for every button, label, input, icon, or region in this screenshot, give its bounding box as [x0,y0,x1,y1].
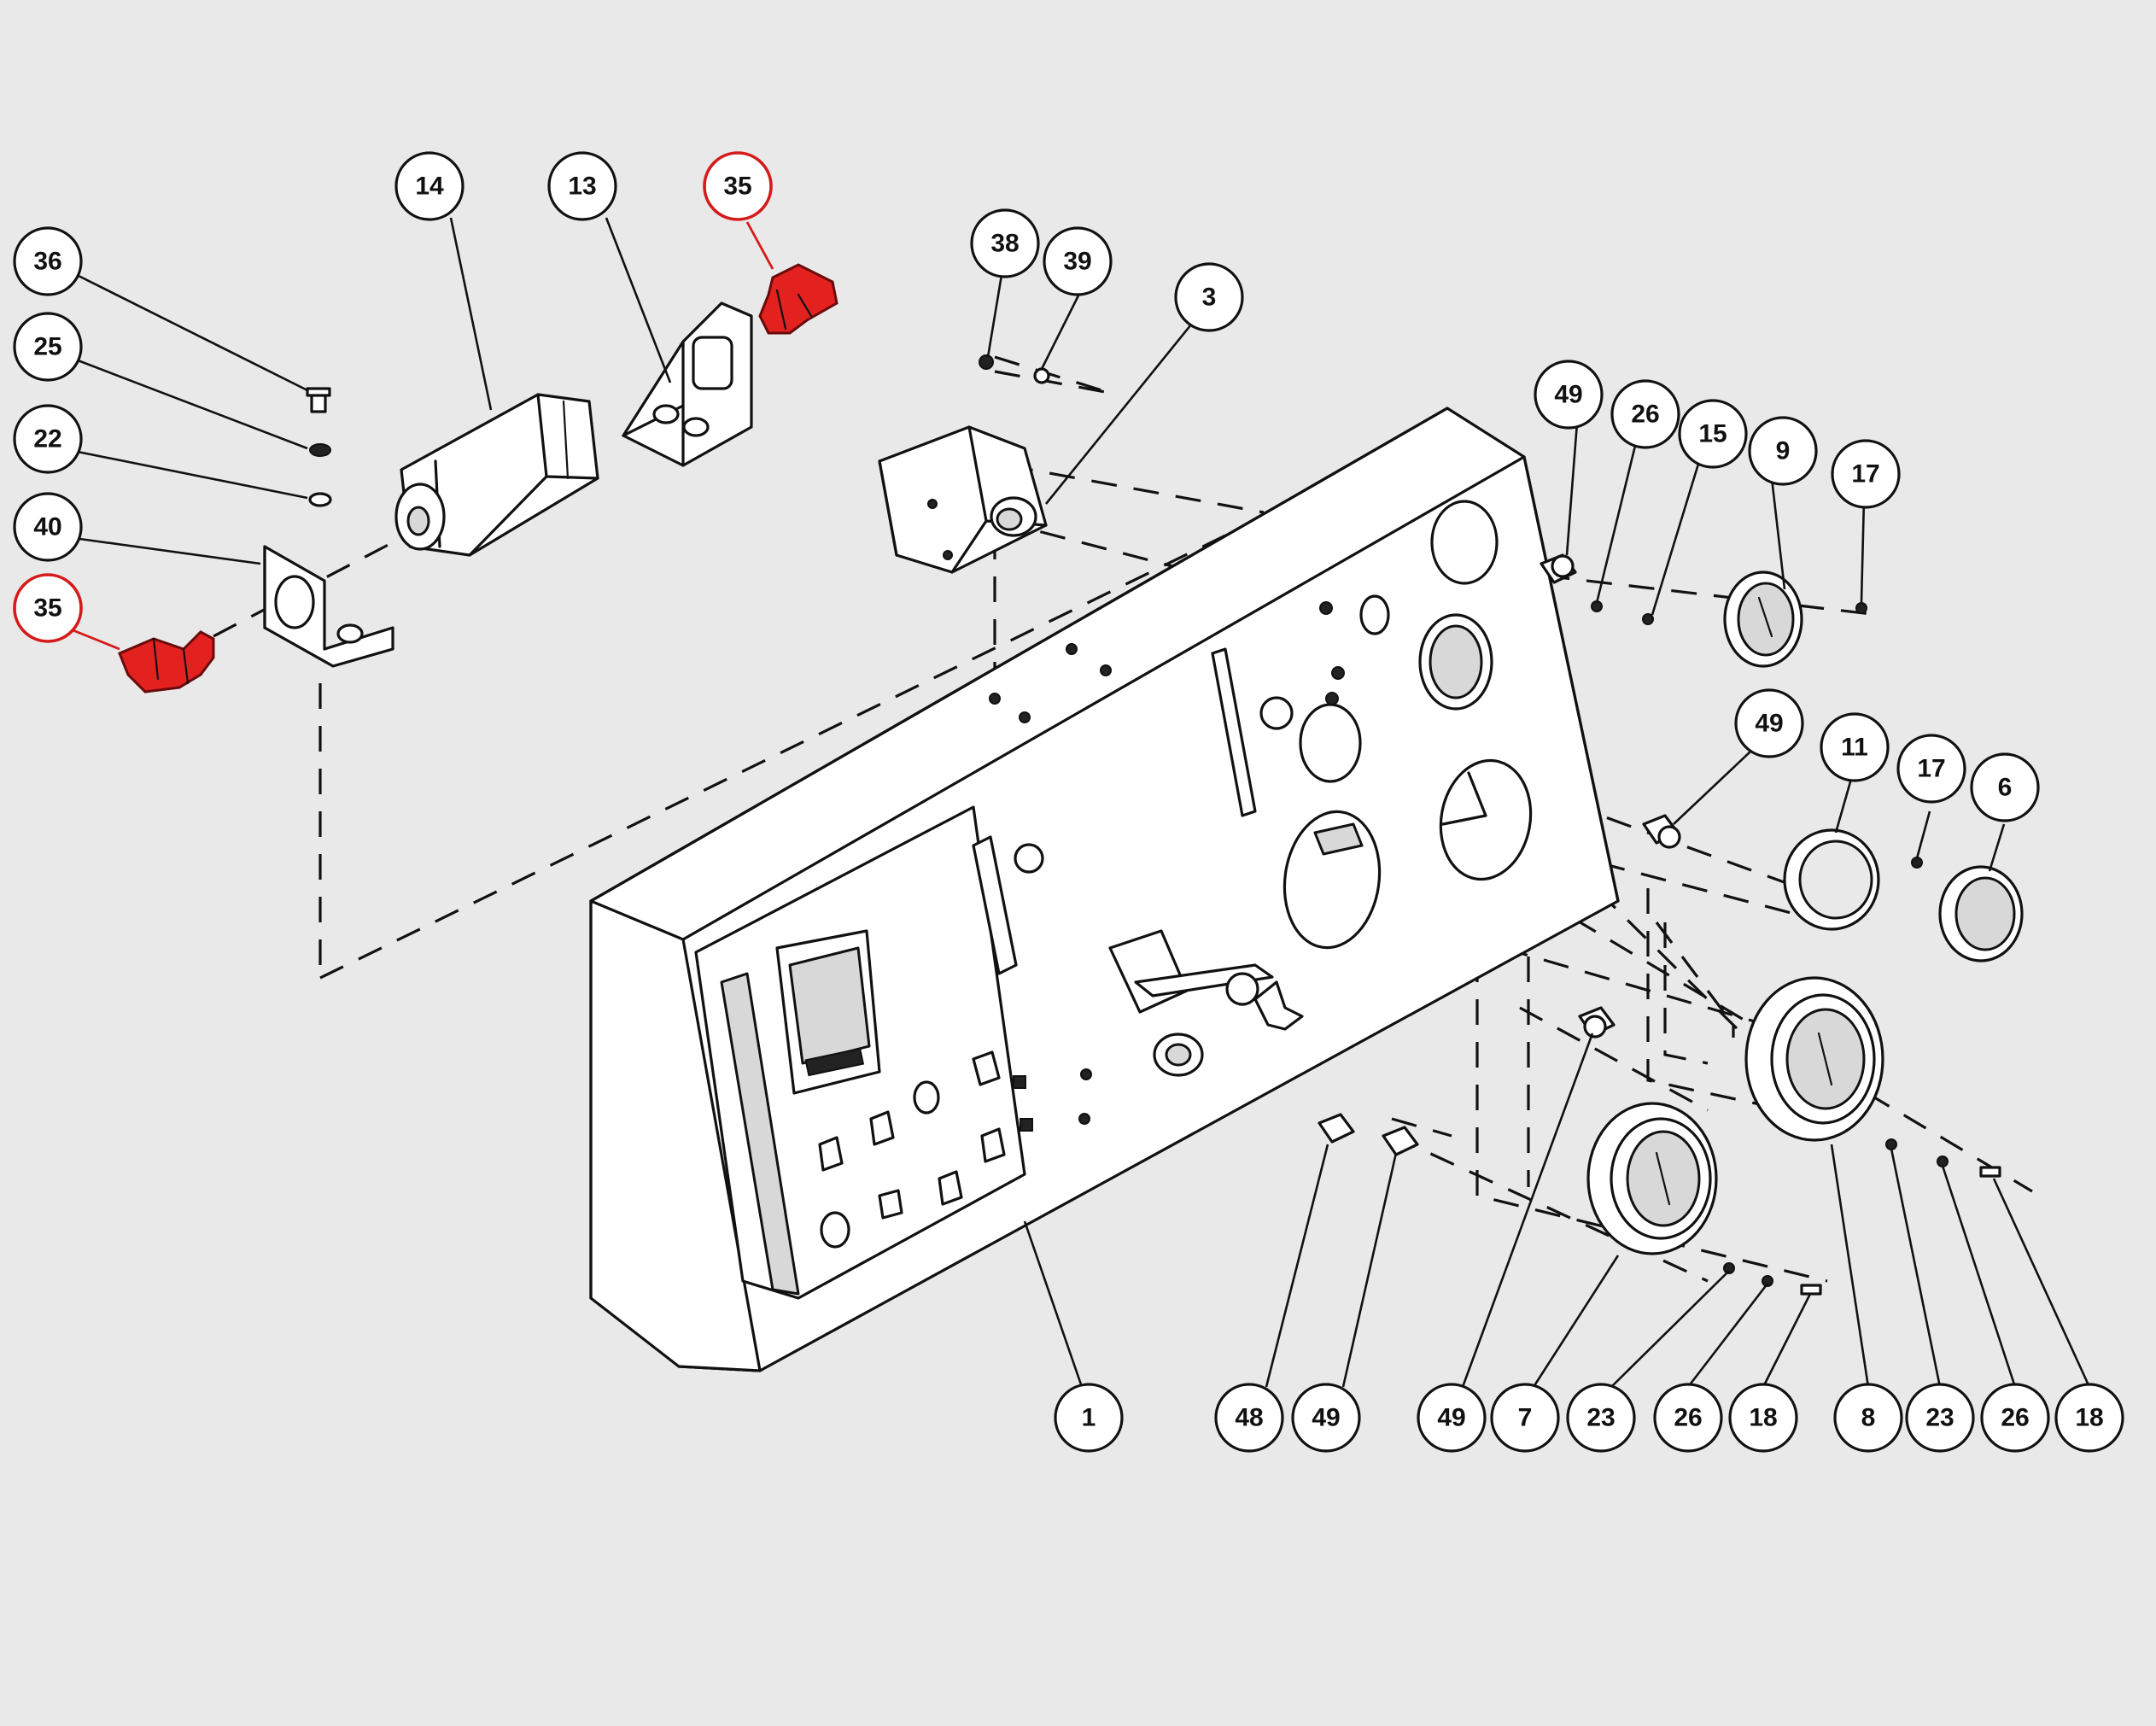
callout-label: 49 [1312,1404,1340,1432]
callout-label: 23 [1586,1404,1615,1432]
callout-label: 17 [1851,460,1879,489]
gauge-7 [1586,1102,1718,1255]
callout-23-a: 23 [1566,1383,1636,1453]
callout-label: 36 [33,248,61,276]
elbow-fitting-35-left [118,630,215,693]
callout-49-bottom-a: 49 [1291,1383,1361,1453]
callout-label: 40 [33,513,61,541]
callout-23-b: 23 [1905,1383,1975,1453]
callout-label: 6 [1998,774,2013,802]
callout-label: 22 [33,425,61,453]
callout-label: 25 [33,333,61,361]
callout-label: 49 [1437,1404,1465,1432]
callout-label: 23 [1925,1404,1954,1432]
callout-49-top: 49 [1534,360,1604,430]
callout-label: 26 [2001,1404,2029,1432]
callout-15: 15 [1678,399,1748,469]
callout-26-a: 26 [1653,1383,1723,1453]
callout-39: 39 [1043,226,1113,296]
callout-11: 11 [1820,712,1890,782]
callout-label: 49 [1755,710,1783,738]
callout-label: 18 [2075,1404,2103,1432]
callout-26-top: 26 [1610,379,1680,449]
junction-box [878,425,1048,574]
callout-14: 14 [394,151,465,221]
callout-8: 8 [1833,1383,1903,1453]
callout-label: 9 [1776,437,1791,465]
small-hardware [979,354,2001,1296]
mounting-bracket-40 [263,545,394,668]
elbow-fitting-35-top [758,263,838,335]
gauge-6 [1938,865,2024,962]
callout-label: 1 [1082,1404,1096,1432]
callout-label: 48 [1235,1404,1263,1432]
callout-49-bottom-b: 49 [1417,1383,1487,1453]
callout-label: 35 [33,594,61,623]
callout-7: 7 [1490,1383,1560,1453]
callout-17-top: 17 [1831,439,1901,509]
callout-label: 26 [1631,401,1659,429]
callout-38: 38 [970,208,1040,278]
callout-label: 3 [1202,284,1217,312]
callout-18-a: 18 [1728,1383,1798,1453]
cylinder-motor [394,393,599,557]
callout-6: 6 [1970,752,2040,822]
callout-36: 36 [13,226,83,296]
callout-13: 13 [547,151,617,221]
callout-label: 18 [1749,1404,1777,1432]
callout-label: 8 [1861,1404,1876,1432]
callout-1: 1 [1054,1383,1124,1453]
gauge-9 [1723,570,1803,668]
callout-48: 48 [1214,1383,1284,1453]
callout-35-left: 35 [13,573,83,643]
callout-label: 17 [1917,755,1945,783]
callout-label: 35 [723,173,751,201]
callout-22: 22 [13,404,83,474]
mounting-bracket-13 [622,301,753,467]
gauge-ring-11 [1783,828,1880,931]
callout-25: 25 [13,312,83,382]
callout-17-mid: 17 [1896,734,1966,804]
callout-18-b: 18 [2054,1383,2124,1453]
callout-label: 26 [1674,1404,1702,1432]
callout-label: 14 [415,173,444,201]
callout-3: 3 [1174,262,1244,332]
callout-label: 38 [990,230,1019,258]
callout-26-b: 26 [1980,1383,2050,1453]
callout-label: 13 [568,173,596,201]
callout-label: 7 [1518,1404,1533,1432]
fastener-stack [306,387,332,507]
callout-9: 9 [1748,416,1818,486]
callout-label: 15 [1698,420,1727,448]
callout-35-top: 35 [703,151,773,221]
gauge-8 [1744,976,1884,1142]
control-panel-enclosure [589,407,1620,1372]
callout-label: 11 [1841,734,1868,762]
leader-lines [66,217,2091,1388]
callout-label: 39 [1063,248,1091,276]
callout-49-mid: 49 [1734,688,1804,758]
callout-label: 49 [1554,381,1582,409]
callout-40: 40 [13,492,83,562]
